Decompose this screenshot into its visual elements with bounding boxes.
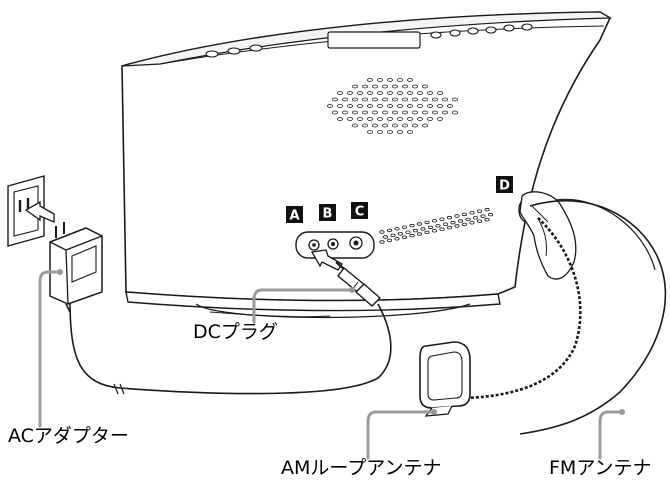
am-loop-antenna [419, 341, 471, 417]
badge-a-text: A [289, 209, 299, 224]
dc-plug [335, 261, 382, 307]
insert-arrow-icon [310, 249, 343, 271]
am-antenna-lead [465, 217, 582, 400]
leader-lines [38, 270, 624, 460]
speaker-unit [121, 11, 613, 319]
plug-arrow-icon [24, 200, 55, 223]
leader-fm [598, 410, 624, 460]
connector-panel [295, 231, 375, 259]
base [125, 291, 501, 312]
display-window [327, 31, 421, 49]
fm-antenna-label: FMアンテナ [549, 457, 652, 479]
badge-c-text: C [355, 205, 365, 220]
dc-plug-label: DCプラグ [193, 321, 278, 343]
hand-icon [519, 191, 577, 280]
leader-dc [252, 288, 354, 324]
wall-outlet [7, 175, 45, 247]
top-buttons [205, 23, 533, 58]
badge-b: B [319, 204, 336, 222]
badge-d: D [496, 176, 513, 194]
vent-slot [379, 207, 494, 244]
am-antenna-label: AMループアンテナ [281, 457, 442, 479]
badge-d-text: D [499, 179, 510, 194]
fm-antenna-wire [519, 199, 667, 435]
badge-a: A [286, 206, 303, 224]
leader-ac [38, 270, 62, 428]
badge-b-text: B [323, 207, 333, 222]
leader-am [366, 410, 436, 460]
badge-c: C [351, 202, 368, 220]
dc-cable [69, 299, 392, 395]
ac-adapter-label: ACアダプター [8, 425, 129, 447]
upper-grille [320, 72, 462, 138]
ac-adapter [49, 222, 103, 313]
